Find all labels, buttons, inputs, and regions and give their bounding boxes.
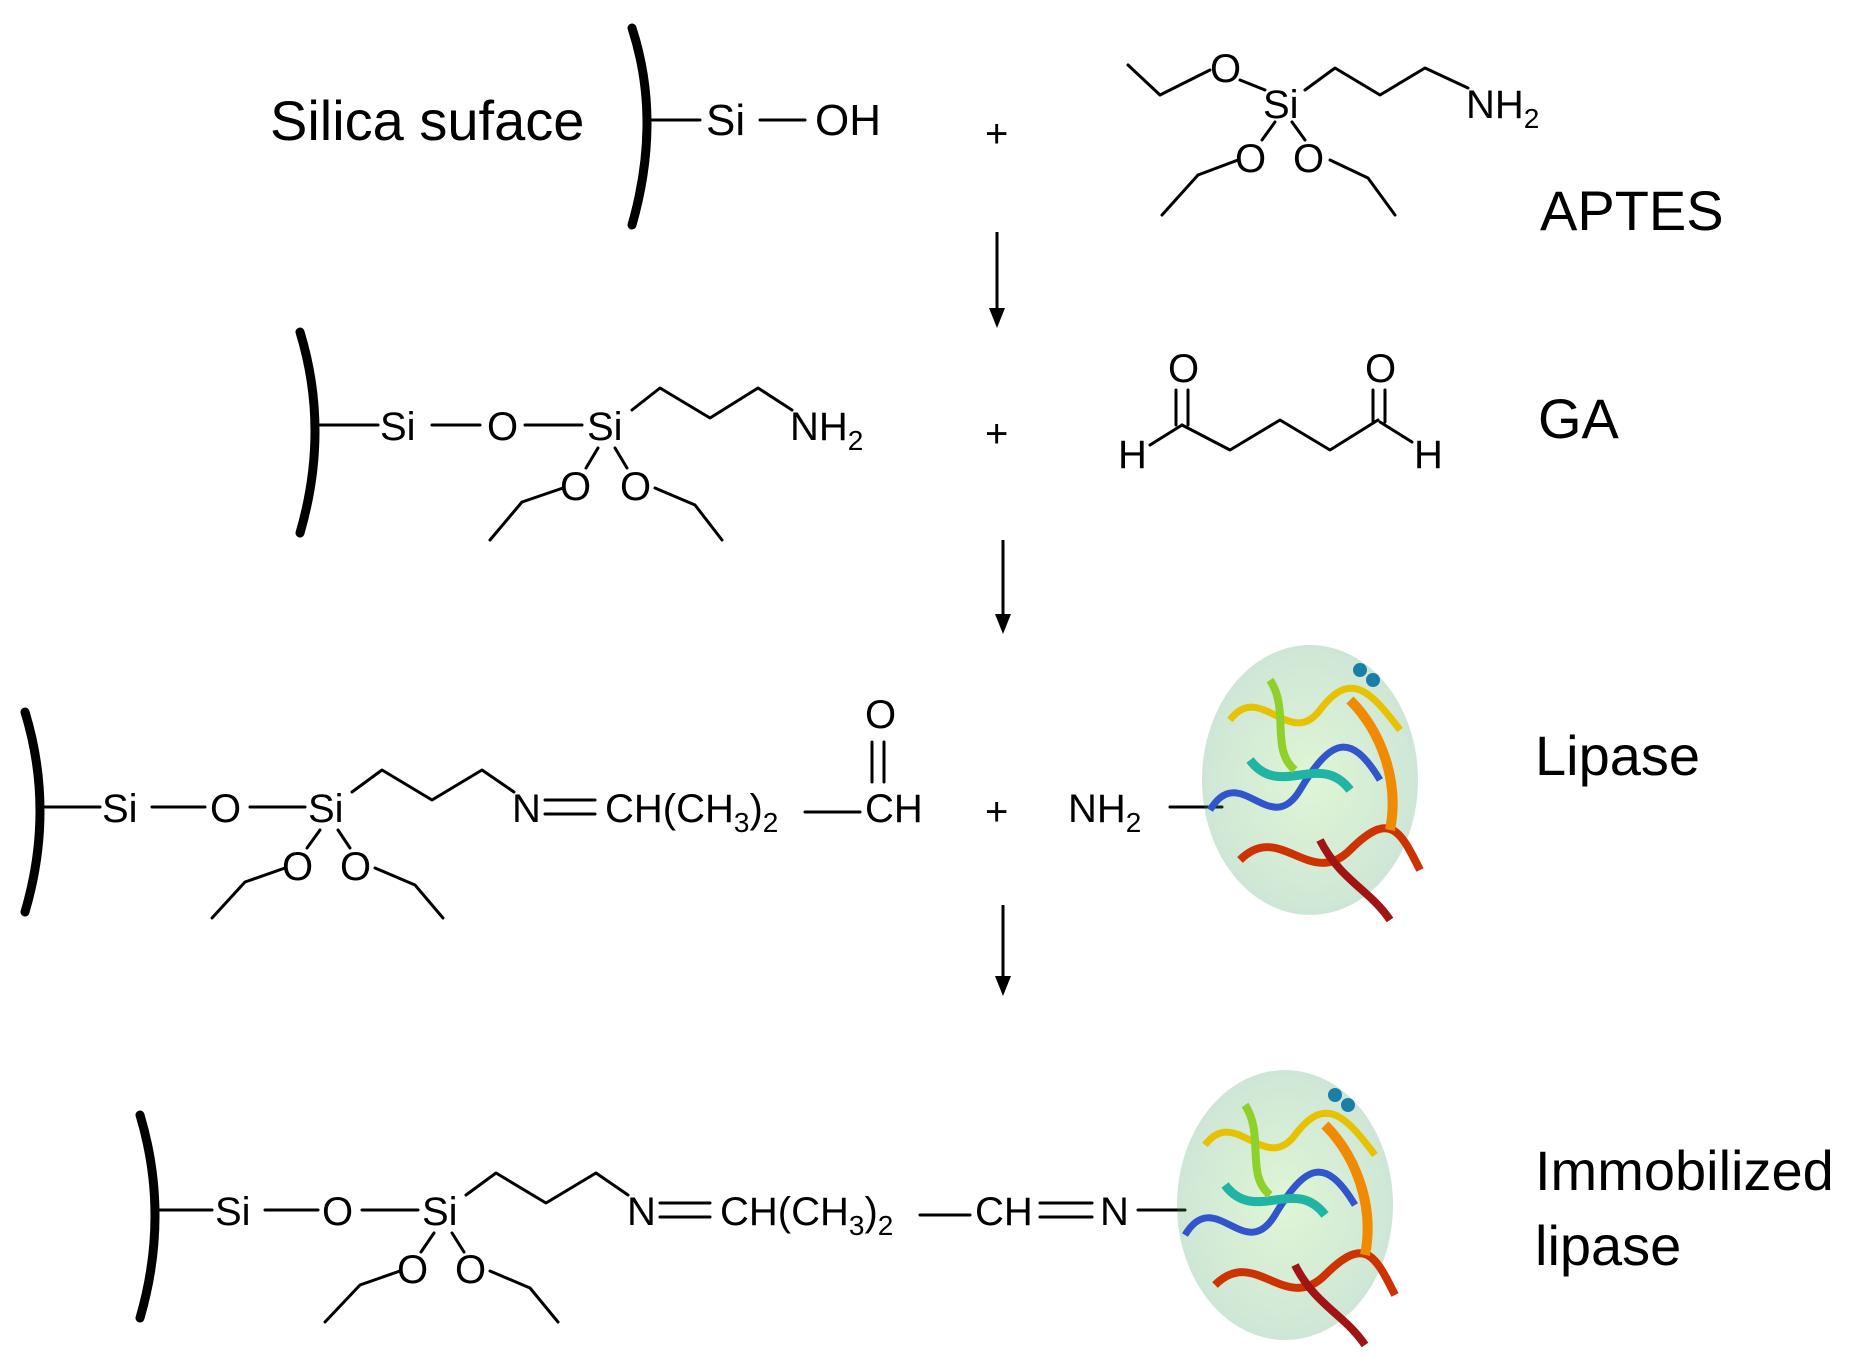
label-silica-surface: Silica suface — [270, 89, 584, 152]
atom-h: H — [1414, 433, 1443, 477]
row-silica-aptes: Silica suface Si OH + O Si NH2 O O APTES — [270, 23, 1724, 242]
silica-surface-bracket — [627, 23, 652, 230]
atom-o: O — [455, 1248, 486, 1292]
bond — [450, 1231, 466, 1254]
atom-nh2: NH2 — [1068, 787, 1141, 838]
atom-si: Si — [215, 1190, 251, 1234]
label-immobilized: Immobilized — [1535, 1139, 1834, 1202]
bond — [419, 1231, 436, 1254]
plus-sign: + — [985, 412, 1008, 456]
atom-o: O — [1168, 347, 1199, 391]
ethyl-chain — [1160, 158, 1240, 217]
label-ga: GA — [1538, 387, 1620, 450]
ethyl-chain — [373, 866, 445, 920]
atom-o: O — [397, 1248, 428, 1292]
label-lipase-line2: lipase — [1535, 1214, 1681, 1277]
atom-si: Si — [380, 405, 416, 449]
row-immobilized-lipase: Si O Si N CH(CH3)2 CH N O O — [135, 1070, 1834, 1348]
bond — [336, 828, 352, 850]
atom-n: N — [512, 787, 541, 831]
formula-ch-ch3-2: CH(CH3)2 — [605, 787, 778, 838]
atom-o: O — [487, 405, 518, 449]
bond — [1378, 420, 1414, 444]
label-lipase: Lipase — [1535, 724, 1700, 787]
glutaraldehyde-structure: O H O H — [1118, 347, 1443, 477]
lipase-protein-image — [1202, 645, 1424, 923]
atom-n: N — [627, 1190, 656, 1234]
ethyl-chain — [488, 1269, 560, 1324]
atom-nh2: NH2 — [1466, 83, 1539, 134]
ethyl-chain — [488, 486, 565, 542]
atom-o: O — [560, 465, 591, 509]
atom-si: Si — [587, 405, 623, 449]
atom-si: Si — [102, 787, 138, 831]
bond — [1290, 120, 1307, 142]
immobilized-lipase-protein-image — [1177, 1070, 1399, 1348]
bond — [1238, 78, 1267, 92]
propyl-chain — [350, 768, 516, 802]
atom-o: O — [1365, 347, 1396, 391]
silica-surface-bracket — [135, 1110, 160, 1323]
reaction-arrow — [995, 540, 1011, 634]
atom-si: Si — [308, 787, 344, 831]
atom-o: O — [210, 787, 241, 831]
atom-h: H — [1118, 433, 1147, 477]
atom-nh2: NH2 — [790, 405, 863, 456]
ethyl-chain — [653, 486, 724, 542]
aptes-structure: O Si NH2 O O — [1126, 47, 1539, 217]
formula-ch-ch3-2: CH(CH3)2 — [720, 1190, 893, 1241]
bond — [1260, 120, 1277, 142]
bond — [305, 828, 322, 850]
reaction-arrow — [995, 905, 1011, 996]
atom-o: O — [865, 693, 896, 737]
ethyl-chain — [1126, 63, 1212, 97]
atom-o: O — [282, 845, 313, 889]
atom-o: O — [1293, 137, 1324, 181]
atom-o: O — [322, 1190, 353, 1234]
reaction-arrow — [989, 232, 1005, 328]
plus-sign: + — [985, 790, 1008, 834]
atom-n: N — [1100, 1190, 1129, 1234]
bond — [584, 446, 600, 470]
plus-sign: + — [985, 112, 1008, 156]
ethyl-chain — [1328, 158, 1397, 217]
atom-ch: CH — [865, 787, 923, 831]
atom-si: Si — [422, 1190, 458, 1234]
silica-surface-bracket — [20, 707, 45, 917]
row-aptes-ga: Si O Si NH2 O O + O H O H GA — [295, 327, 1620, 542]
bond — [1148, 423, 1184, 447]
atom-si: Si — [1263, 83, 1299, 127]
row-imine-lipase: Si O Si N CH(CH3)2 CH O O O + NH2 — [20, 645, 1700, 923]
atom-ch: CH — [975, 1190, 1033, 1234]
propyl-chain — [464, 1171, 630, 1205]
atom-si: Si — [706, 96, 745, 145]
ethyl-chain — [323, 1269, 402, 1324]
silica-surface-bracket — [295, 327, 320, 538]
atom-o: O — [620, 465, 651, 509]
carbon-chain — [1180, 418, 1380, 452]
ethyl-chain — [210, 866, 287, 920]
atom-o: O — [1235, 137, 1266, 181]
atom-o: O — [340, 845, 371, 889]
propyl-chain — [630, 386, 794, 420]
propyl-chain — [1303, 66, 1470, 97]
bond — [613, 446, 629, 470]
label-aptes: APTES — [1540, 179, 1724, 242]
atom-o: O — [1210, 47, 1241, 91]
atom-oh: OH — [815, 96, 881, 145]
